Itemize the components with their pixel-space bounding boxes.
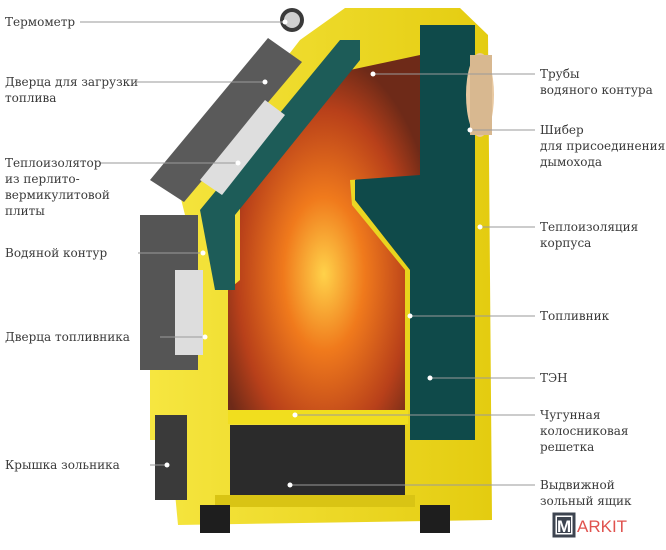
label-grate: Чугунная: [540, 408, 600, 422]
markit-logo: M ARKIT: [552, 512, 627, 538]
label-grate-line2: колосниковая: [540, 424, 629, 438]
label-damper-line3: дымохода: [540, 155, 602, 169]
label-ash-lid: Крышка зольника: [5, 458, 120, 472]
ash-door: [155, 415, 187, 500]
label-water-pipes-line2: водяного контура: [540, 83, 653, 97]
label-heat-insulator-line4: плиты: [5, 204, 45, 218]
firebox-door: [140, 215, 203, 370]
label-firebox: Топливник: [540, 309, 610, 323]
label-damper: Шибер: [540, 123, 584, 137]
fuel-loading-door: [150, 38, 302, 202]
label-damper-line2: для присоединения: [540, 139, 665, 153]
water-pipe: [466, 53, 494, 137]
thermometer: [280, 8, 304, 32]
leader-lines: [80, 19, 535, 488]
label-heat-insulator-line2: из перлито-: [5, 172, 80, 186]
label-thermometer: Термометр: [5, 15, 75, 29]
labels-left: Термометр Дверца для загрузки топлива Те…: [5, 15, 138, 472]
logo-letter-m: M: [557, 517, 571, 536]
label-loading-door-line2: топлива: [5, 91, 56, 105]
label-grate-line3: решетка: [540, 440, 594, 454]
label-water-pipes: Трубы: [540, 67, 580, 81]
label-heater: ТЭН: [540, 371, 568, 385]
label-ash-drawer-line2: зольный ящик: [540, 494, 632, 508]
label-ash-drawer: Выдвижной: [540, 478, 615, 492]
label-body-insulation-line2: корпуса: [540, 236, 591, 250]
logo-text: ARKIT: [577, 517, 627, 536]
label-loading-door: Дверца для загрузки: [5, 75, 138, 89]
label-water-circuit: Водяной контур: [5, 246, 107, 260]
label-heat-insulator-line3: вермикулитовой: [5, 188, 110, 202]
labels-right: Трубы водяного контура Шибер для присоед…: [540, 67, 665, 508]
label-firebox-door: Дверца топливника: [5, 330, 130, 344]
label-heat-insulator: Теплоизолятор: [5, 156, 102, 170]
label-body-insulation: Теплоизоляция: [540, 220, 638, 234]
